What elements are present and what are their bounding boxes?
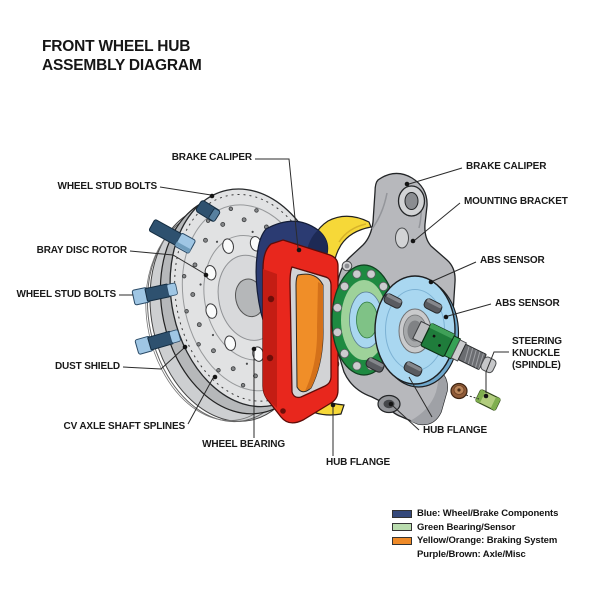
wheel-stud-bolts-group [131,200,221,355]
page-title: FRONT WHEEL HUB ASSEMBLY DIAGRAM [42,38,202,74]
legend-label: Blue: Wheel/Brake Components [417,508,559,520]
legend-swatch [392,509,412,518]
leader-dots [182,181,489,408]
legend-item: Green Bearing/Sensor [392,521,558,535]
callout-bray-disc-rotor: BRAY DISC ROTOR [36,245,128,256]
legend-label: Purple/Brown: Axle/Misc [417,548,526,560]
legend-swatch [392,523,412,532]
knuckle-oval-hole [395,227,409,249]
callout-dust-shield: DUST SHIELD [54,361,120,372]
callout-cv-axle-shaft-splines: CV AXLE SHAFT SPLINES [63,421,186,432]
callout-wheel-bearing: WHEEL BEARING [202,439,285,450]
sensor-plug [475,389,501,411]
legend-item: Yellow/Orange: Braking System [392,534,558,548]
callout-hub-flange-right: HUB FLANGE [423,425,488,436]
wheel-stud-bolt [148,219,196,254]
callout-steering-knuckle: STEERING KNUCKLE (SPINDLE) [512,336,562,371]
legend-item: Purple/Brown: Axle/Misc [392,548,558,562]
legend-label: Green Bearing/Sensor [417,521,516,533]
callout-wheel-stud-bolts-bottom: WHEEL STUD BOLTS [16,289,117,300]
legend-label: Yellow/Orange: Braking System [417,535,558,547]
hub-studs [365,293,443,377]
axle-nut [450,382,468,400]
legend-swatch [392,536,412,545]
callout-abs-sensor-lower: ABS SENSOR [495,298,560,309]
brake-caliper-shape [262,239,339,424]
callout-mounting-bracket: MOUNTING BRACKET [464,196,568,207]
callout-brake-caliper-left: BRAKE CALIPER [171,152,252,163]
legend-item: Blue: Wheel/Brake Components [392,507,558,521]
wheel-stud-bolt [134,329,181,355]
callout-hub-flange-bottom: HUB FLANGE [326,457,391,468]
callout-wheel-stud-bolts-top: WHEEL STUD BOLTS [57,181,158,192]
callout-abs-sensor-upper: ABS SENSOR [480,255,545,266]
callout-brake-caliper-right: BRAKE CALIPER [466,161,547,172]
wheel-stud-bolt [195,200,221,222]
wheel-stud-bolt [131,282,178,306]
leader-lines [119,158,509,456]
